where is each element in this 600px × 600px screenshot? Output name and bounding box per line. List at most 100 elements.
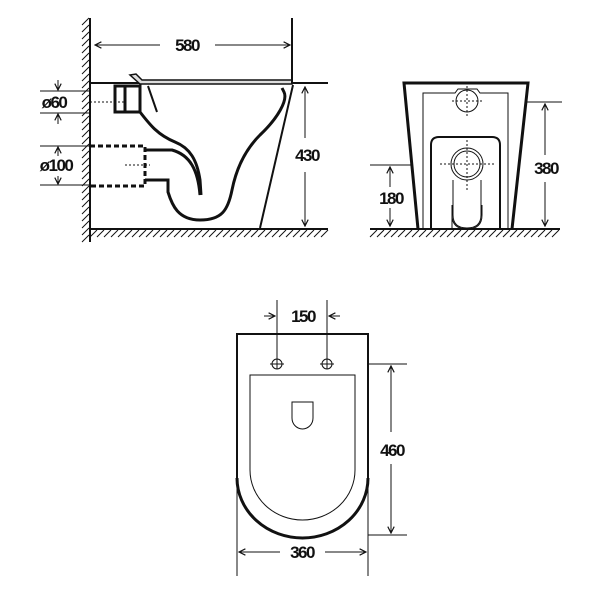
- width-label: 360: [290, 543, 315, 562]
- hatch-mark: [257, 229, 266, 238]
- top-outline: [236, 333, 369, 480]
- hatch-mark: [81, 164, 90, 173]
- hatch-mark: [81, 66, 90, 75]
- hatch-mark: [194, 229, 203, 238]
- hatch-mark: [495, 229, 504, 238]
- inlet-diameter-label: ø60: [42, 93, 68, 112]
- hatch-mark: [81, 73, 90, 82]
- pedestal-outline: [402, 81, 530, 230]
- hatch-mark: [81, 171, 90, 180]
- hatch-mark: [81, 94, 90, 103]
- side-view: 580 430 ø60 ø100: [40, 17, 329, 243]
- hatch-mark: [81, 101, 90, 110]
- hatch-mark: [81, 115, 90, 124]
- hatch-mark: [81, 45, 90, 54]
- hatch-mark: [278, 229, 287, 238]
- hatch-mark: [187, 229, 196, 238]
- hatch-mark: [537, 229, 546, 238]
- hatch-mark: [271, 229, 280, 238]
- hatch-mark: [180, 229, 189, 238]
- outlet-pipe: [90, 144, 147, 188]
- hatch-mark: [81, 143, 90, 152]
- hatch-mark: [81, 213, 90, 222]
- hatch-mark: [285, 229, 294, 238]
- seat: [128, 73, 293, 85]
- hatch-mark: [81, 185, 90, 194]
- mount-height-label: 380: [534, 159, 559, 178]
- hatch-mark: [502, 229, 511, 238]
- hatch-mark: [320, 229, 329, 238]
- hatch-mark: [481, 229, 490, 238]
- drain-opening: [291, 401, 314, 430]
- hatch-mark: [313, 229, 322, 238]
- hatch-mark: [145, 229, 154, 238]
- hatch-mark: [124, 229, 133, 238]
- hatch-mark: [81, 206, 90, 215]
- hatch-mark: [474, 229, 483, 238]
- hatch-mark: [467, 229, 476, 238]
- hatch-mark: [117, 229, 126, 238]
- hatch-mark: [453, 229, 462, 238]
- hatch-mark: [236, 229, 245, 238]
- hatch-mark: [96, 229, 105, 238]
- hatch-mark: [81, 136, 90, 145]
- hatch-mark: [81, 24, 90, 33]
- hatch-mark: [530, 229, 539, 238]
- bowl-trap: [138, 87, 287, 222]
- hatch-mark: [81, 52, 90, 61]
- hatch-mark: [488, 229, 497, 238]
- hatch-mark: [81, 80, 90, 89]
- hatch-mark: [306, 229, 315, 238]
- hatch-mark: [81, 38, 90, 47]
- height-label: 430: [295, 146, 320, 165]
- hatch-mark: [159, 229, 168, 238]
- hatch-mark: [138, 229, 147, 238]
- hatch-mark: [166, 229, 175, 238]
- hatch-mark: [243, 229, 252, 238]
- hatch-mark: [551, 229, 560, 238]
- hatch-mark: [383, 229, 392, 238]
- hatch-mark: [222, 229, 231, 238]
- hatch-mark: [173, 229, 182, 238]
- hatch-mark: [292, 229, 301, 238]
- hatch-mark: [390, 229, 399, 238]
- hatch-mark: [432, 229, 441, 238]
- hatch-mark: [152, 229, 161, 238]
- hatch-mark: [81, 129, 90, 138]
- hatch-mark: [460, 229, 469, 238]
- front-view: 380 180: [369, 81, 562, 238]
- hatch-mark: [229, 229, 238, 238]
- hatch-mark: [523, 229, 532, 238]
- hatch-mark: [516, 229, 525, 238]
- hatch-mark: [131, 229, 140, 238]
- hatch-mark: [89, 229, 98, 238]
- hatch-mark: [250, 229, 259, 238]
- bolt-spacing-label: 150: [291, 307, 316, 326]
- hatch-mark: [110, 229, 119, 238]
- hatch-mark: [208, 229, 217, 238]
- seat-outline: [249, 374, 356, 521]
- length-label: 580: [175, 36, 200, 55]
- hatch-mark: [81, 227, 90, 236]
- hatch-mark: [264, 229, 273, 238]
- hatch-mark: [544, 229, 553, 238]
- hatch-mark: [81, 234, 90, 243]
- hatch-mark: [397, 229, 406, 238]
- inlet-flush-pipe: [113, 84, 142, 114]
- hatch-mark: [215, 229, 224, 238]
- pedestal-side: [259, 84, 294, 229]
- hatch-mark: [81, 122, 90, 131]
- outlet-diameter-label: ø100: [40, 156, 74, 175]
- depth-label: 460: [380, 441, 405, 460]
- hatch-mark: [446, 229, 455, 238]
- top-view: 150 460 360: [235, 300, 407, 576]
- hatch-mark: [81, 192, 90, 201]
- hatch-mark: [81, 31, 90, 40]
- hatch-mark: [509, 229, 518, 238]
- hatch-mark: [376, 229, 385, 238]
- floor: [89, 228, 329, 238]
- hatch-mark: [369, 229, 378, 238]
- hatch-mark: [404, 229, 413, 238]
- hatch-mark: [81, 199, 90, 208]
